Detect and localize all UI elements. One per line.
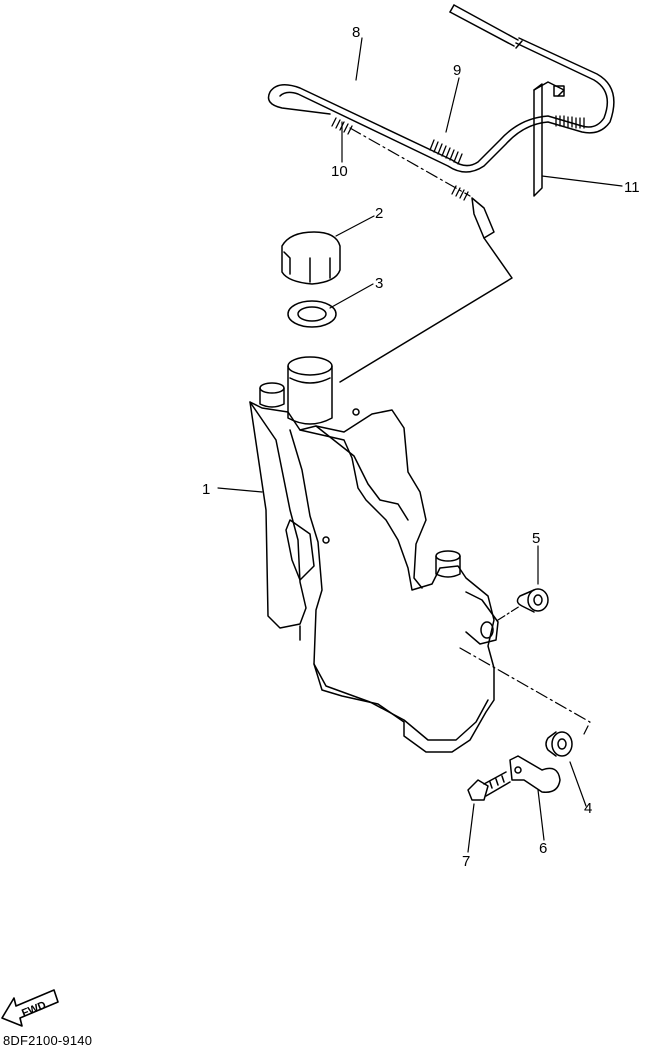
breather-hose — [267, 4, 615, 173]
collar — [516, 588, 549, 613]
callout-7: 7 — [462, 853, 470, 870]
callout-1: 1 — [202, 481, 210, 498]
reservoir-tank — [249, 356, 499, 753]
callout-8: 8 — [352, 24, 360, 41]
callout-11: 11 — [624, 179, 640, 196]
assembly-line-mount — [459, 647, 591, 735]
fwd-arrow-icon — [1, 989, 59, 1027]
callout-10: 10 — [331, 163, 348, 180]
bolt — [467, 771, 511, 801]
callout-3: 3 — [375, 275, 383, 292]
callout-9: 9 — [453, 62, 461, 79]
hose-bracket — [533, 81, 565, 197]
assembly-line-bolt5 — [497, 605, 521, 621]
gasket — [287, 300, 337, 328]
leader-lines — [217, 37, 623, 853]
hose-spring-9 — [429, 115, 585, 165]
assembly-line-hose — [349, 127, 471, 197]
grommet — [545, 731, 573, 757]
callout-2: 2 — [375, 205, 383, 222]
hose-end — [339, 197, 513, 383]
callout-6: 6 — [539, 840, 547, 857]
clamp — [509, 755, 561, 793]
reservoir-cap — [281, 231, 341, 285]
callout-5: 5 — [532, 530, 540, 547]
callout-4: 4 — [584, 800, 592, 817]
hose-spring-10 — [331, 117, 469, 201]
callout-labels: 8 9 10 11 2 3 1 5 4 6 7 FWD — [20, 24, 639, 1020]
reference-code: 8DF2100-9140 — [3, 1033, 93, 1048]
